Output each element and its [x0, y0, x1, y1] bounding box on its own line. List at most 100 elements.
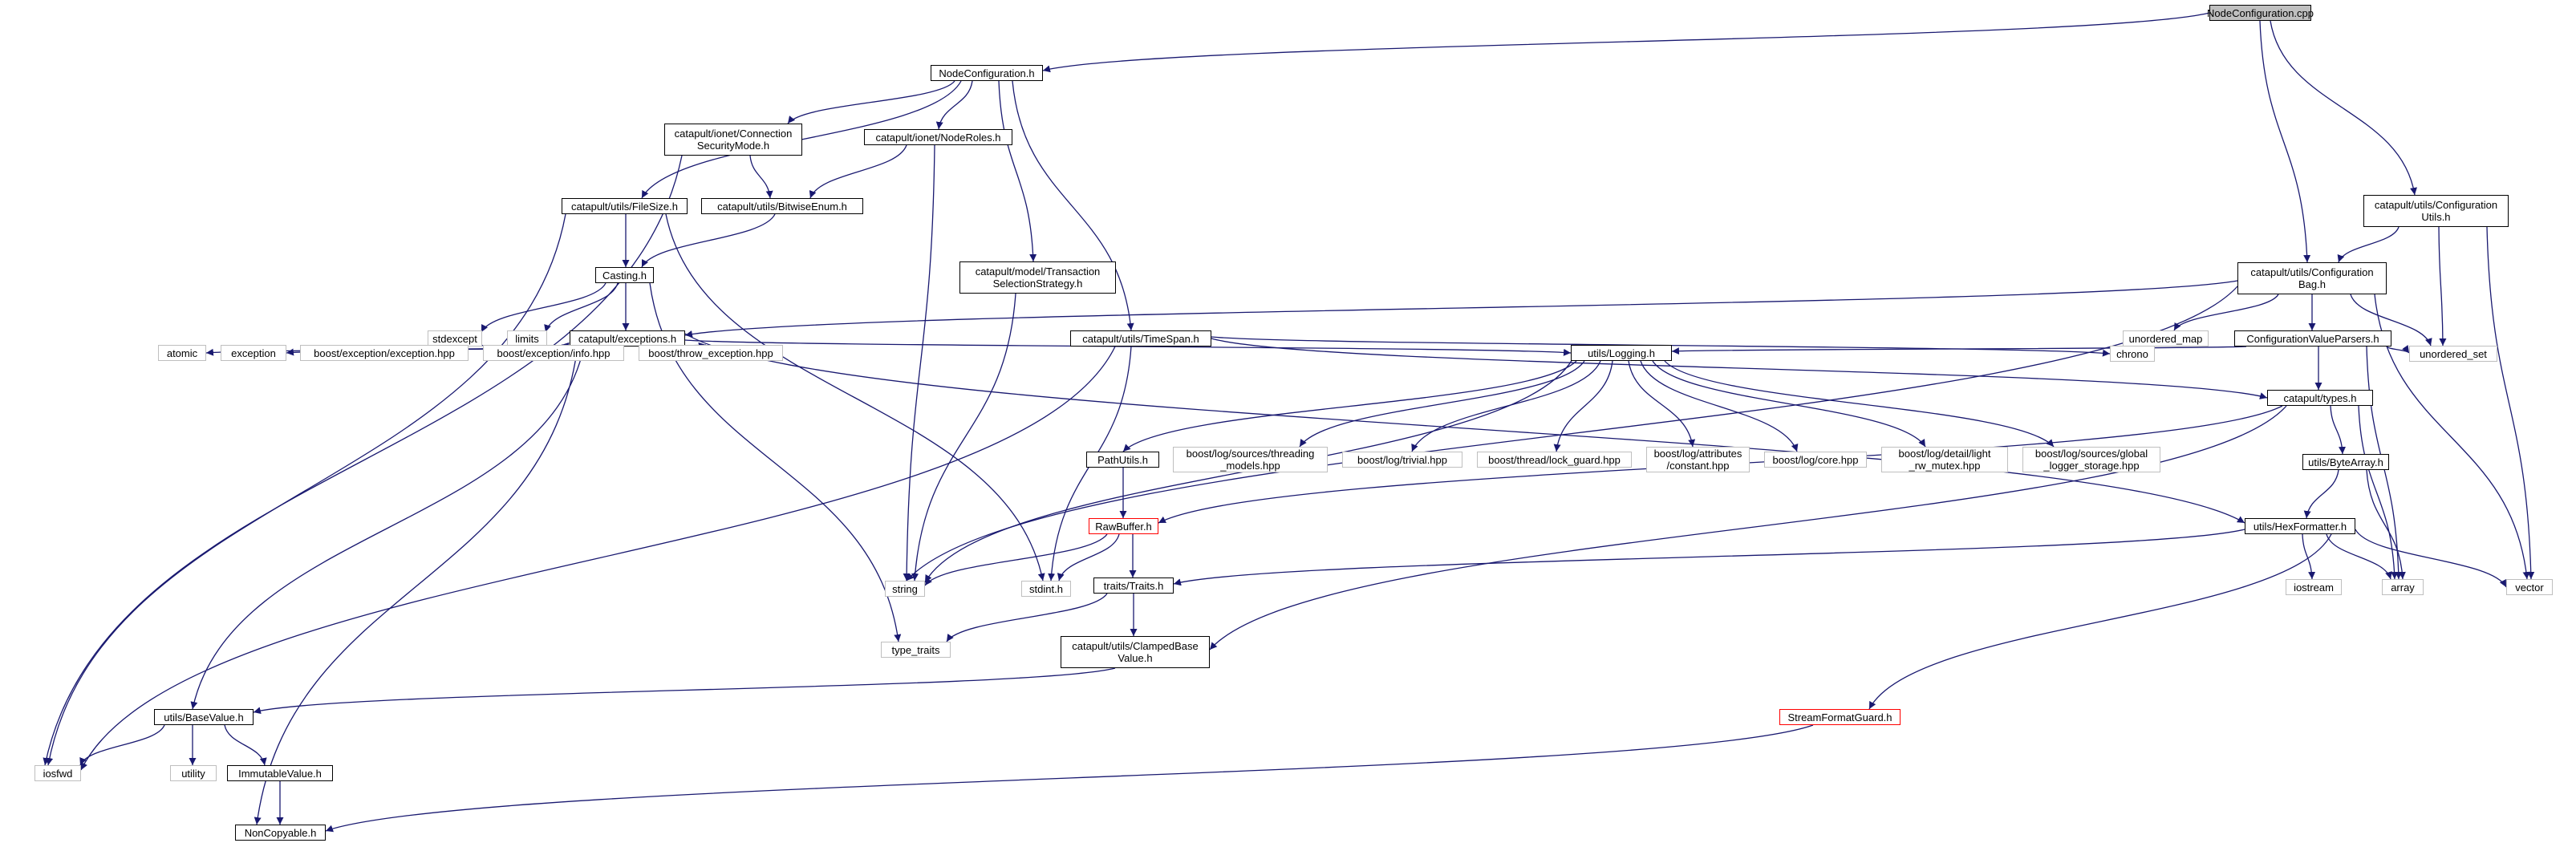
node-noncopyable-h[interactable]: NonCopyable.h	[235, 825, 326, 841]
include-edge-HexFormatter_h-to-Traits_h	[1173, 529, 2245, 586]
node-limits: limits	[507, 330, 547, 346]
node-clampedbasevalue-h[interactable]: catapult/utils/ClampedBase Value.h	[1061, 636, 1210, 668]
include-edge-NodeConfiguration_h-to-TransactionSelectionStrategy_h	[998, 80, 1037, 262]
node-filesize-h[interactable]: catapult/utils/FileSize.h	[562, 198, 688, 214]
node-boost-core: boost/log/core.hpp	[1764, 452, 1867, 468]
node-immutablevalue-h[interactable]: ImmutableValue.h	[227, 765, 333, 781]
include-edge-ConfigurationBag_h-to-unordered_map	[2173, 294, 2279, 331]
include-edge-NodeConfiguration_cpp-to-ConfigurationBag_h	[2259, 20, 2311, 263]
node-traits-h[interactable]: traits/Traits.h	[1093, 578, 1174, 594]
include-edge-Logging_h-to-PathUtils_h	[1122, 360, 1577, 452]
include-edge-RawBuffer_h-to-stdint_h	[1057, 533, 1120, 582]
node-boost-info: boost/exception/info.hpp	[483, 345, 624, 361]
include-edge-types_h-to-ClampedBaseValue_h	[1209, 405, 2287, 650]
include-edge-ConfigurationValueParsers_h-to-unordered_set	[2386, 345, 2410, 354]
include-edge-ClampedBaseValue_h-to-BaseValue_h	[253, 667, 1116, 715]
node-boost-global: boost/log/sources/global _logger_storage…	[2022, 447, 2160, 472]
include-edge-RawBuffer_h-to-string	[924, 533, 1108, 586]
node-stdint-h: stdint.h	[1021, 581, 1071, 597]
include-edge-ByteArray_h-to-array	[2366, 469, 2406, 580]
node-exception: exception	[221, 345, 286, 361]
node-configurationvalueparsers-h[interactable]: ConfigurationValueParsers.h	[2234, 330, 2391, 346]
node-nodeconfiguration-h[interactable]: NodeConfiguration.h	[931, 65, 1043, 81]
include-edge-ConfigurationUtils_h-to-vector	[2486, 226, 2535, 580]
node-hexformatter-h[interactable]: utils/HexFormatter.h	[2245, 518, 2355, 534]
include-edge-ConfigurationUtils_h-to-unordered_set	[2438, 226, 2447, 346]
include-edge-FileSize_h-to-iosfwd	[46, 213, 566, 766]
include-edge-Logging_h-to-boost_global	[1664, 360, 2055, 448]
node-stdexcept: stdexcept	[428, 330, 482, 346]
include-edge-HexFormatter_h-to-array	[2326, 533, 2392, 580]
include-edge-types_h-to-array	[2358, 405, 2399, 580]
include-edge-NodeConfiguration_cpp-to-ConfigurationUtils_h	[2270, 20, 2417, 196]
include-edge-Casting_h-to-limits	[544, 282, 619, 333]
include-edge-TimeSpan_h-to-iosfwd	[80, 346, 1116, 771]
include-edge-HexFormatter_h-to-vector	[2355, 529, 2507, 588]
include-edge-NodeConfiguration_h-to-ConnectionSecurityMode_h	[787, 80, 955, 124]
node-casting-h[interactable]: Casting.h	[595, 267, 654, 283]
node-logging-h[interactable]: utils/Logging.h	[1571, 345, 1672, 361]
include-edge-ConnectionSecurityMode_h-to-iosfwd	[43, 155, 683, 766]
include-edge-Logging_h-to-boost_constant	[1628, 360, 1696, 448]
include-edge-exceptions_h-to-HexFormatter_h	[684, 333, 2245, 524]
include-edge-ConfigurationBag_h-to-string	[906, 286, 2238, 582]
node-vector: vector	[2506, 579, 2553, 595]
include-edge-NodeConfiguration_cpp-to-NodeConfiguration_h	[1042, 12, 2210, 73]
node-streamformatguard-h[interactable]: StreamFormatGuard.h	[1779, 709, 1901, 725]
include-edge-NodeRoles_h-to-string	[903, 144, 935, 582]
include-edge-Traits_h-to-type_traits	[946, 593, 1108, 642]
include-edge-ConfigurationBag_h-to-exceptions_h	[684, 280, 2238, 338]
node-noderoles-h[interactable]: catapult/ionet/NodeRoles.h	[864, 129, 1012, 145]
node-boost-light-rw: boost/log/detail/light _rw_mutex.hpp	[1881, 447, 2008, 472]
include-edge-Logging_h-to-boost_light_rw	[1652, 360, 1926, 448]
include-edge-Logging_h-to-boost_threading	[1299, 360, 1585, 448]
node-boost-constant: boost/log/attributes /constant.hpp	[1646, 447, 1750, 472]
node-bitwiseenum-h[interactable]: catapult/utils/BitwiseEnum.h	[701, 198, 863, 214]
node-configurationutils-h[interactable]: catapult/utils/Configuration Utils.h	[2363, 195, 2509, 227]
node-iostream: iostream	[2286, 579, 2342, 595]
node-configurationbag-h[interactable]: catapult/utils/Configuration Bag.h	[2237, 262, 2387, 294]
include-edge-exceptions_h-to-Logging_h	[684, 339, 1572, 356]
include-edge-StreamFormatGuard_h-to-NonCopyable_h	[325, 724, 1814, 833]
include-edge-Logging_h-to-boost_core	[1640, 360, 1799, 452]
node-iosfwd: iosfwd	[34, 765, 81, 781]
include-edge-ConfigurationBag_h-to-unordered_set	[2350, 294, 2432, 346]
include-edge-exceptions_h-to-BaseValue_h	[190, 346, 585, 710]
node-boost-threading: boost/log/sources/threading _models.hpp	[1173, 447, 1328, 472]
include-edge-ByteArray_h-to-HexFormatter_h	[2303, 469, 2339, 519]
node-exceptions-h[interactable]: catapult/exceptions.h	[570, 330, 685, 346]
include-edge-types_h-to-ByteArray_h	[2330, 405, 2347, 455]
node-array: array	[2382, 579, 2424, 595]
node-type-traits: type_traits	[881, 642, 951, 658]
node-basevalue-h[interactable]: utils/BaseValue.h	[154, 709, 254, 725]
include-edge-NodeRoles_h-to-BitwiseEnum_h	[809, 144, 907, 199]
node-unordered-set: unordered_set	[2409, 346, 2497, 362]
include-edge-ConfigurationBag_h-to-vector	[2374, 294, 2530, 580]
node-atomic: atomic	[158, 345, 206, 361]
include-edge-BaseValue_h-to-iosfwd	[79, 724, 165, 766]
include-edge-BitwiseEnum_h-to-Casting_h	[641, 213, 776, 268]
node-timespan-h[interactable]: catapult/utils/TimeSpan.h	[1070, 330, 1211, 346]
include-edge-Casting_h-to-type_traits	[649, 282, 902, 642]
include-edge-HexFormatter_h-to-iostream	[2302, 533, 2316, 580]
include-edge-TimeSpan_h-to-types_h	[1211, 338, 2268, 399]
node-pathutils-h[interactable]: PathUtils.h	[1086, 452, 1159, 468]
include-edge-ConnectionSecurityMode_h-to-BitwiseEnum_h	[749, 155, 773, 199]
include-edge-Casting_h-to-stdexcept	[481, 282, 606, 333]
include-edge-BaseValue_h-to-ImmutableValue_h	[224, 724, 267, 766]
node-bytearray-h[interactable]: utils/ByteArray.h	[2302, 454, 2389, 470]
include-edge-HexFormatter_h-to-StreamFormatGuard_h	[1868, 533, 2332, 710]
node-chrono: chrono	[2110, 346, 2155, 362]
node-rawbuffer-h[interactable]: RawBuffer.h	[1089, 518, 1158, 534]
include-edge-TransactionSelectionStrategy_h-to-string	[911, 293, 1016, 582]
include-edge-ConfigurationValueParsers_h-to-Logging_h	[1671, 346, 2247, 355]
node-transactionselectionstrategy-h[interactable]: catapult/model/Transaction SelectionStra…	[959, 261, 1116, 294]
node-types-h[interactable]: catapult/types.h	[2267, 390, 2373, 406]
node-connectionsecuritymode-h[interactable]: catapult/ionet/Connection SecurityMode.h	[664, 124, 802, 156]
node-boost-exception: boost/exception/exception.hpp	[300, 345, 469, 361]
node-unordered-map: unordered_map	[2123, 330, 2209, 346]
node-string: string	[885, 581, 925, 597]
include-edge-NodeConfiguration_h-to-TimeSpan_h	[1012, 80, 1134, 331]
include-edge-FileSize_h-to-stdint_h	[665, 213, 1045, 582]
